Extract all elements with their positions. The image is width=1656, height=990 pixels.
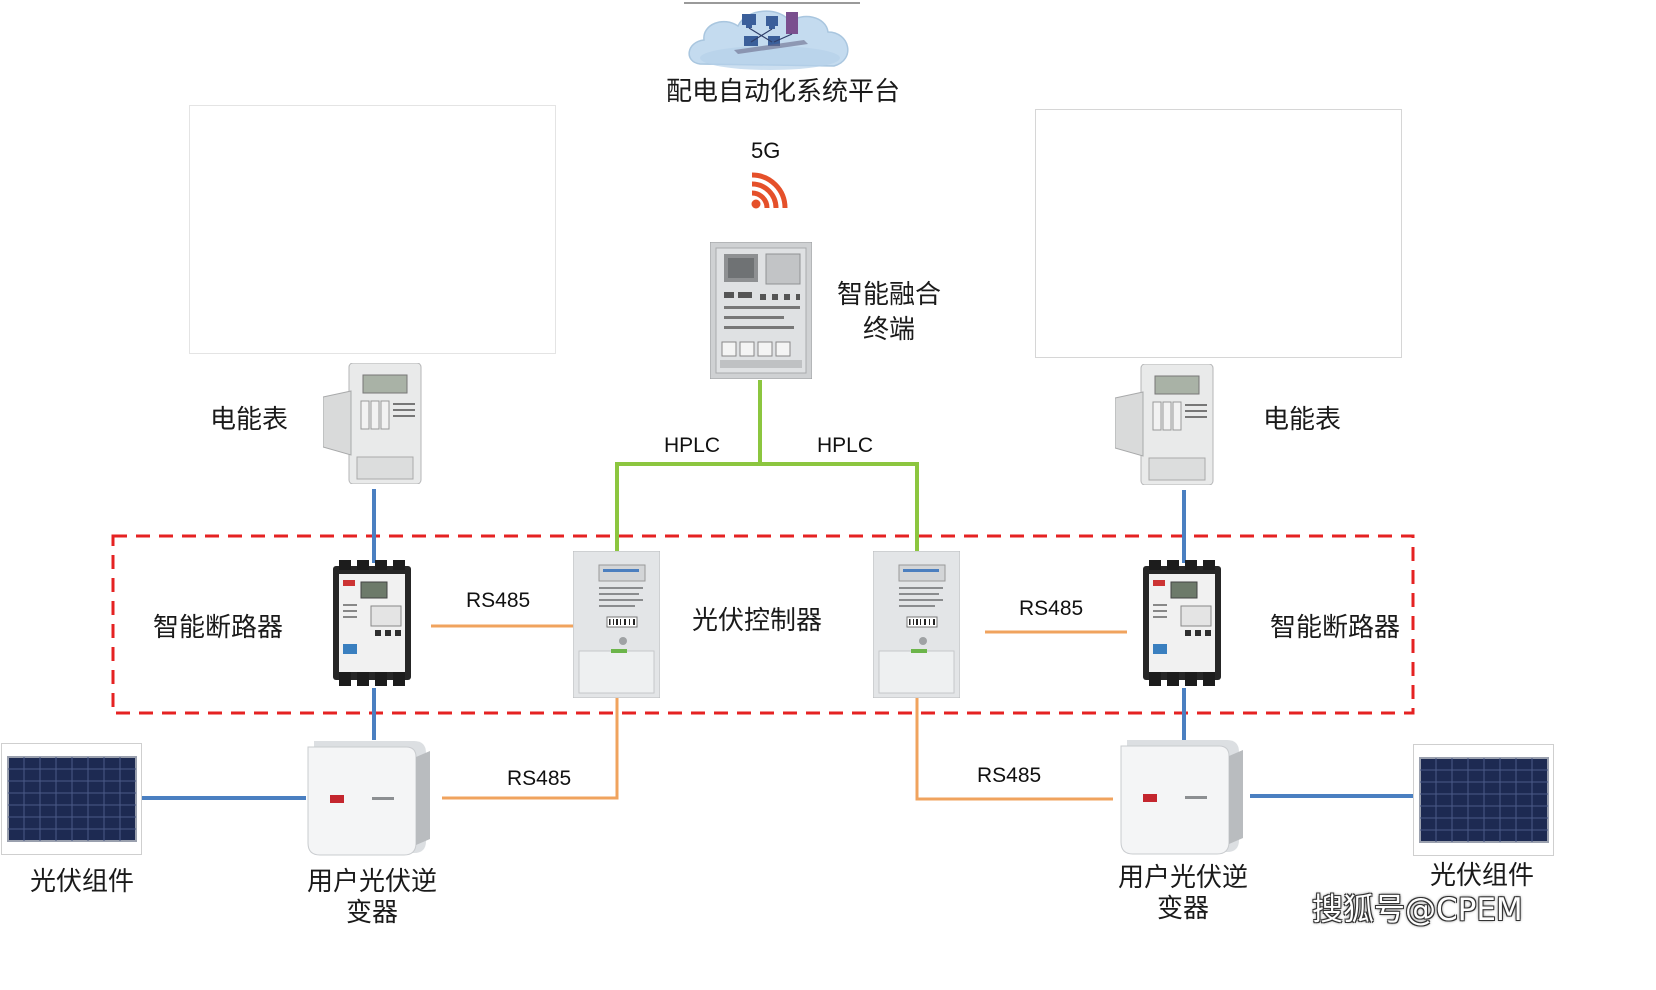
inverter-label-left-line1: 用户光伏逆 [306, 867, 437, 897]
solar-panel-icon [7, 756, 137, 842]
breaker-label-left: 智能断路器 [153, 613, 284, 643]
pv-inverter-right [1120, 740, 1243, 855]
inverter-label-left: 用户光伏逆 变器 [296, 866, 448, 929]
blank-panel-right [1035, 109, 1402, 358]
wireless-signal-icon [751, 172, 788, 209]
inverter-label-right-line2: 变器 [1156, 893, 1209, 924]
pv-module-right [1413, 744, 1554, 856]
pv-inverter-left [307, 741, 430, 856]
breaker-label-right: 智能断路器 [1270, 613, 1401, 643]
pv-module-label-left: 光伏组件 [30, 867, 135, 897]
energy-meter-right [1115, 364, 1214, 485]
control-zone-boundary [111, 534, 1415, 715]
smart-terminal-device [710, 242, 812, 379]
inverter-label-right-line1: 用户光伏逆 [1117, 863, 1248, 893]
cloud-network-icon [684, 2, 860, 70]
rs485-label-breaker-left: RS485 [466, 589, 531, 612]
platform-label: 配电自动化系统平台 [666, 77, 901, 107]
rs485-lines [431, 624, 1127, 801]
inverter-label-right: 用户光伏逆 变器 [1107, 862, 1259, 925]
meter-label-right: 电能表 [1263, 405, 1342, 435]
smart-breaker-left [333, 560, 411, 686]
hplc-label-left: HPLC [664, 434, 721, 457]
hplc-label-right: HPLC [817, 434, 874, 457]
terminal-label: 智能融合 终端 [835, 279, 943, 346]
inverter-label-left-line2: 变器 [345, 897, 398, 928]
controller-label: 光伏控制器 [692, 606, 823, 636]
uplink-label: 5G [751, 138, 781, 163]
watermark: 搜狐号@CPEM [1312, 892, 1523, 928]
pv-controller-right [873, 551, 960, 698]
blank-panel-left [189, 105, 556, 354]
terminal-label-line1: 智能融合 [836, 280, 941, 310]
smart-breaker-right [1143, 560, 1221, 686]
energy-meter-left [323, 363, 422, 484]
rs485-label-inverter-left: RS485 [507, 767, 572, 790]
meter-label-left: 电能表 [210, 405, 289, 435]
pv-module-left [1, 743, 142, 855]
hplc-lines [615, 380, 919, 555]
rs485-label-breaker-right: RS485 [1019, 597, 1084, 620]
rs485-label-inverter-right: RS485 [977, 764, 1042, 787]
pv-module-label-right: 光伏组件 [1430, 861, 1535, 891]
power-lines [140, 489, 1413, 800]
pv-controller-left [573, 551, 660, 698]
solar-panel-icon [1419, 757, 1549, 843]
terminal-label-line2: 终端 [862, 314, 915, 345]
